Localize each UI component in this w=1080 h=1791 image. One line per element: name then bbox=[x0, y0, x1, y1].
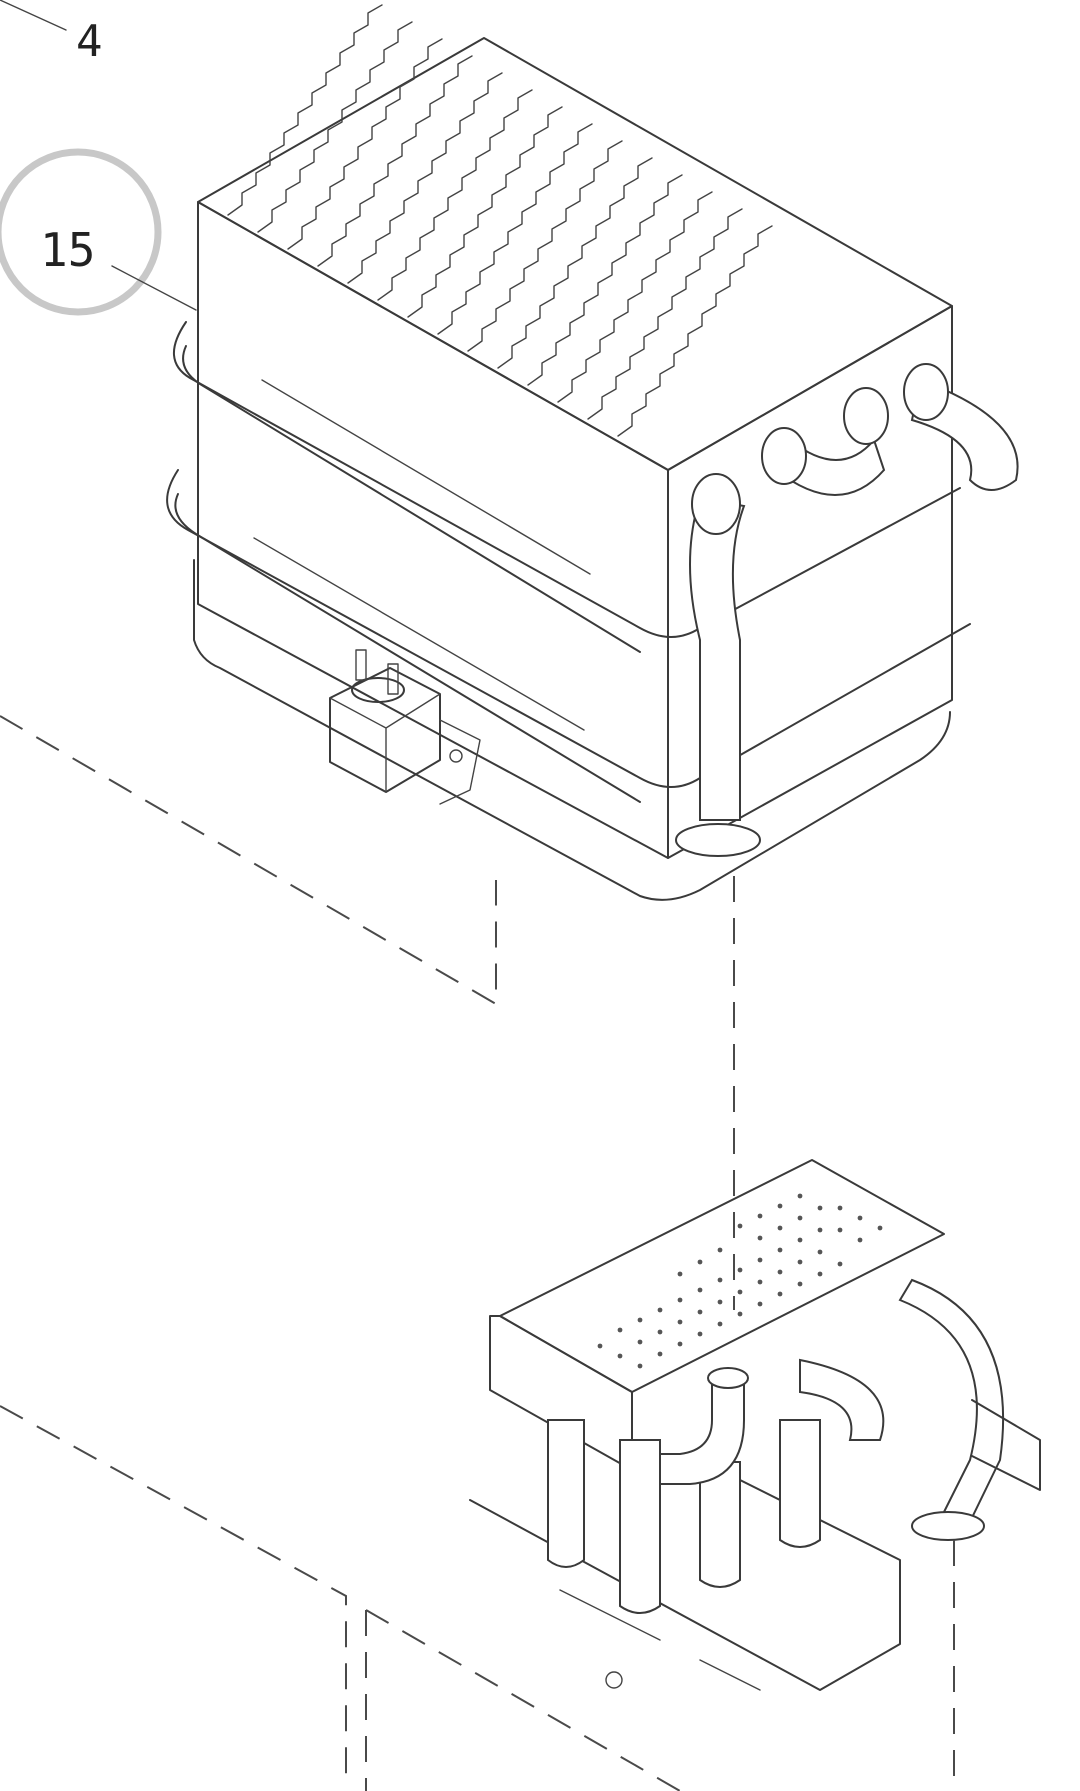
exchanger-pipe-port-1 bbox=[691, 473, 741, 535]
exchanger-top-face bbox=[197, 37, 953, 471]
burner-base-plate bbox=[469, 1459, 901, 1691]
callout-4[interactable]: 4 bbox=[0, 0, 103, 67]
callout-15-highlight-ring bbox=[0, 148, 162, 316]
exchanger-recess-slot-1 bbox=[261, 379, 591, 575]
exchanger-side-face bbox=[667, 305, 953, 859]
callout-4-leader-line bbox=[0, 0, 67, 31]
burner-side-cover bbox=[489, 1315, 633, 1471]
heat-exchanger bbox=[166, 4, 1019, 901]
burner-base-slots bbox=[559, 1589, 761, 1691]
exchanger-wrap-tube-lower-inner bbox=[174, 493, 641, 803]
thermostat-switch bbox=[329, 649, 481, 805]
burner-outlet-collar bbox=[911, 1511, 985, 1541]
exchanger-front-face bbox=[197, 201, 669, 859]
exchanger-fins bbox=[227, 4, 773, 437]
exchanger-base-tray bbox=[193, 559, 951, 901]
exchanger-downpipe-collar bbox=[675, 823, 761, 857]
burner-assembly bbox=[469, 1159, 1041, 1691]
exchanger-downpipe bbox=[689, 496, 746, 821]
burner-top-plate bbox=[499, 1159, 945, 1393]
exchanger-wrap-tube-upper bbox=[172, 321, 961, 638]
guide-line-upper-left bbox=[0, 715, 497, 1006]
exchanger-pipe-port-2 bbox=[761, 427, 807, 485]
callout-15[interactable]: 15 bbox=[0, 148, 197, 316]
callout-15-leader-line bbox=[111, 265, 197, 311]
exchanger-wrap-tube-upper-inner bbox=[182, 345, 641, 653]
guide-line-lower-left bbox=[0, 1405, 347, 1780]
burner-outlet-pipe bbox=[898, 1278, 1004, 1532]
assembly-guide-lines bbox=[0, 715, 955, 1791]
callout-4-label: 4 bbox=[76, 16, 103, 67]
exchanger-recess-slot-2 bbox=[253, 537, 585, 731]
burner-u-bend bbox=[799, 1358, 885, 1441]
callout-15-label: 15 bbox=[40, 223, 95, 277]
exchanger-pipe-port-4 bbox=[903, 363, 949, 421]
burner-mounting-bracket bbox=[971, 1399, 1041, 1491]
burner-inlet-pipe bbox=[659, 1379, 745, 1485]
exchanger-wrap-tube-lower bbox=[166, 469, 971, 788]
exchanger-pipe-port-3 bbox=[843, 387, 889, 445]
burner-base-fastener bbox=[605, 1671, 623, 1689]
guide-line-lower-diagonal bbox=[365, 1609, 681, 1791]
burner-perforations bbox=[597, 1193, 883, 1369]
burner-inlet-port bbox=[707, 1367, 749, 1389]
burner-tubes bbox=[547, 1419, 821, 1614]
